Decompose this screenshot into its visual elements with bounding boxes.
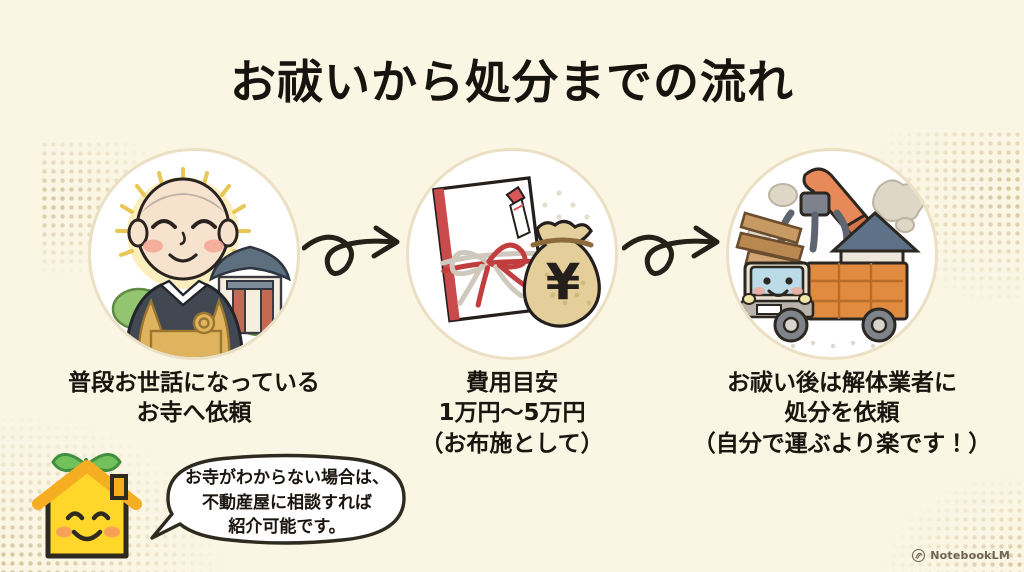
mizuhiki-bow-icon — [440, 242, 542, 308]
demolition-truck-illustration — [735, 167, 925, 349]
envelope-money-illustration: ¥ — [431, 176, 601, 328]
step-1-caption: 普段お世話になっている お寺へ依頼 — [68, 370, 320, 427]
page-title: お祓いから処分までの流れ — [230, 55, 794, 109]
curly-arrow-icon — [621, 225, 720, 276]
notebooklm-logo-icon — [912, 549, 926, 562]
step-2-illustration: ¥ — [406, 148, 618, 360]
speech-bubble-text: お寺がわからない場合は、 不動産屋に相談すれば 紹介可能です。 — [185, 468, 389, 538]
step-3-circle — [726, 148, 938, 360]
yen-symbol: ¥ — [546, 253, 581, 311]
house-mascot — [28, 442, 146, 567]
arrow-2 — [621, 212, 740, 290]
step-2-circle: ¥ — [406, 148, 618, 360]
money-bag-icon: ¥ — [522, 219, 601, 328]
watermark: NotebookLM — [912, 549, 1010, 562]
arrow-1 — [301, 212, 420, 290]
dump-truck-icon — [739, 261, 909, 343]
step-1-circle — [88, 148, 300, 360]
speech-bubble-shape — [150, 453, 406, 545]
speech-bubble — [150, 452, 420, 550]
house-mascot-icon — [32, 453, 142, 559]
step-2-caption: 費用目安 1万円〜5万円 （お布施として） — [420, 370, 604, 457]
smoke-puff-icon — [747, 179, 925, 245]
monk-temple-illustration — [111, 167, 291, 357]
noshi-envelope-icon — [431, 176, 547, 323]
watermark-label: NotebookLM — [930, 549, 1010, 562]
step-3-illustration — [726, 148, 938, 360]
step-1-illustration — [88, 148, 300, 360]
step-3-caption: お祓い後は解体業者に 処分を依頼 （自分で運ぶより楽です！） — [692, 370, 992, 457]
noshi-strip-icon — [505, 185, 531, 240]
curly-arrow-icon — [301, 225, 400, 276]
